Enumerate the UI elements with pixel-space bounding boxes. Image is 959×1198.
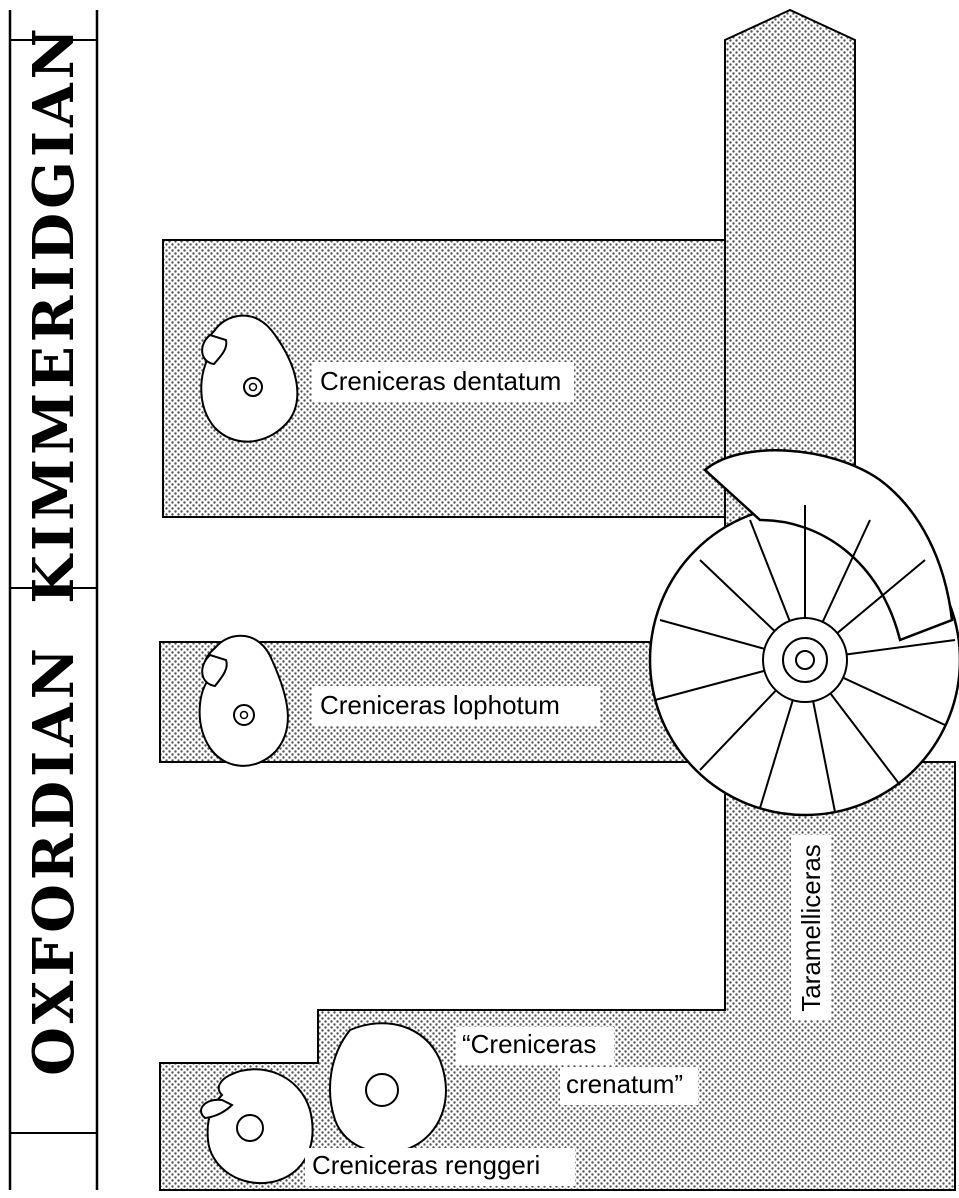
stage-label-kimmeridgian: KIMMERIDGIAN (21, 24, 87, 603)
taxon-label-creniceras-lophotum: Creniceras lophotum (320, 690, 560, 720)
taxon-label-creniceras-crenatum-line1: “Creniceras (462, 1029, 596, 1059)
taxon-label-creniceras-renggeri: Creniceras renggeri (312, 1150, 540, 1180)
taxon-label-taramelliceras: Taramelliceras (796, 844, 826, 1012)
taxon-label-creniceras-crenatum-line2: crenatum” (566, 1069, 683, 1099)
stratigraphic-column: KIMMERIDGIAN OXFORDIAN (10, 10, 97, 1190)
taxon-label-creniceras-dentatum: Creniceras dentatum (320, 366, 561, 396)
creniceras-crenatum-ammonite-icon (330, 1023, 446, 1152)
stage-label-oxfordian: OXFORDIAN (21, 644, 87, 1076)
